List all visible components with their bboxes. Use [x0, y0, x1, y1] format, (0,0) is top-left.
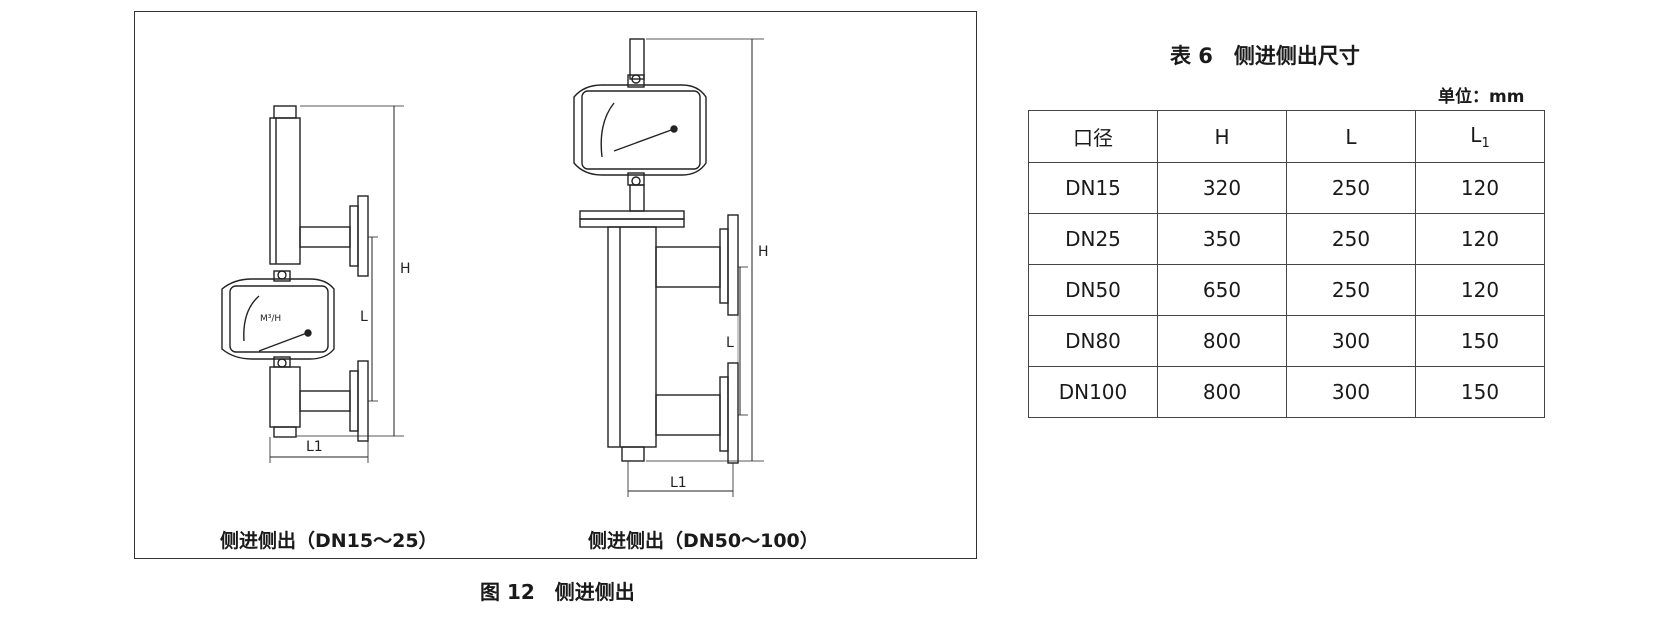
figure-frame — [134, 11, 977, 559]
cell-l1: 120 — [1415, 213, 1545, 265]
header-l1: L1 — [1415, 110, 1545, 163]
cell-h: 800 — [1157, 366, 1287, 418]
cell-caliber: DN50 — [1028, 264, 1158, 316]
left-l1-label: L1 — [306, 439, 323, 455]
table-header-row: 口径 H L L1 — [1028, 110, 1545, 163]
cell-h: 800 — [1157, 315, 1287, 367]
cell-l1: 150 — [1415, 315, 1545, 367]
header-l: L — [1286, 110, 1416, 163]
figure-caption: 图 12 侧进侧出 — [480, 580, 635, 604]
cell-caliber: DN80 — [1028, 315, 1158, 367]
table-row: DN50 650 250 120 — [1028, 264, 1545, 316]
right-l1-label: L1 — [670, 475, 687, 491]
table-row: DN80 800 300 150 — [1028, 315, 1545, 367]
gauge-unit-label: M³/H — [260, 314, 281, 324]
right-h-label: H — [758, 244, 769, 260]
cell-l: 250 — [1286, 162, 1416, 214]
cell-l: 300 — [1286, 366, 1416, 418]
table-row: DN15 320 250 120 — [1028, 162, 1545, 214]
header-l1-main: L — [1470, 122, 1482, 147]
table-row: DN100 800 300 150 — [1028, 366, 1545, 418]
right-caption: 侧进侧出（DN50～100） — [588, 530, 819, 552]
left-l-label: L — [360, 309, 368, 325]
cell-h: 650 — [1157, 264, 1287, 316]
cell-l1: 150 — [1415, 366, 1545, 418]
cell-l1: 120 — [1415, 264, 1545, 316]
cell-l: 300 — [1286, 315, 1416, 367]
table-row: DN25 350 250 120 — [1028, 213, 1545, 265]
left-flowmeter — [221, 105, 404, 463]
cell-caliber: DN15 — [1028, 162, 1158, 214]
dimension-table: 口径 H L L1 DN15 320 250 120 DN25 350 250 … — [1028, 110, 1545, 418]
cell-l: 250 — [1286, 264, 1416, 316]
right-l-label: L — [726, 335, 734, 351]
header-h: H — [1157, 110, 1287, 163]
cell-h: 350 — [1157, 213, 1287, 265]
cell-caliber: DN25 — [1028, 213, 1158, 265]
cell-l1: 120 — [1415, 162, 1545, 214]
left-h-label: H — [400, 261, 411, 277]
cell-l: 250 — [1286, 213, 1416, 265]
unit-label: 单位：mm — [1438, 87, 1525, 107]
cell-h: 320 — [1157, 162, 1287, 214]
left-caption: 侧进侧出（DN15～25） — [220, 530, 438, 552]
header-l1-sub: 1 — [1481, 135, 1490, 151]
header-caliber: 口径 — [1028, 110, 1158, 163]
table-title: 表 6 侧进侧出尺寸 — [1170, 44, 1360, 68]
cell-caliber: DN100 — [1028, 366, 1158, 418]
right-flowmeter — [573, 38, 764, 497]
flowmeter-drawing: H L L1 H L L1 M³/H — [221, 38, 769, 497]
